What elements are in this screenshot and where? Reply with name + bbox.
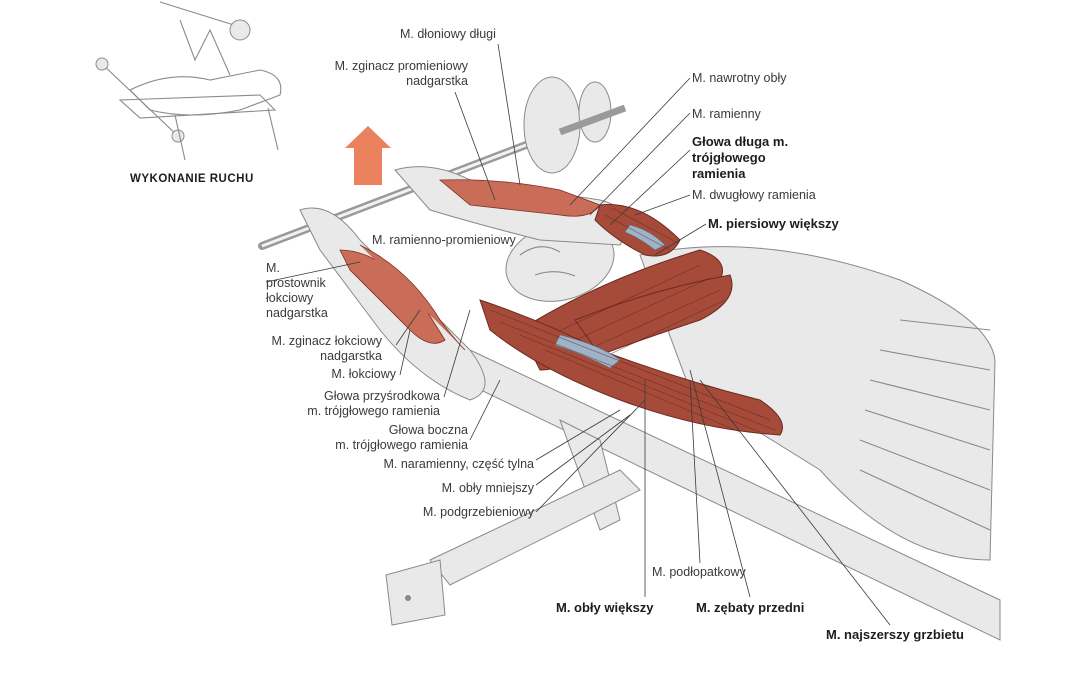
inset-caption: WYKONANIE RUCHU [130,173,254,185]
label-line: M. piersiowy większy [708,216,840,231]
label-podgrzebieniowy: M. podgrzebieniowy [423,505,535,519]
label-lokciowy: M. łokciowy [331,367,396,381]
label-dwuglowy: M. dwugłowy ramienia [692,188,816,202]
label-ramienny: M. ramienny [692,107,762,121]
inset-sketch [95,1,282,161]
label-obly-mniejszy: M. obły mniejszy [442,481,535,495]
label-line: M. łokciowy [331,367,396,381]
label-piersiowy: M. piersiowy większy [708,216,840,231]
label-line: Głowa długa m. [692,134,788,149]
label-line: nadgarstka [320,349,382,363]
label-line: M. dłoniowy długi [400,27,496,41]
label-line: M. obły większy [556,600,654,615]
label-nawrotny-obly: M. nawrotny obły [692,71,787,85]
posterior-shoulder-group [479,299,783,436]
label-dloniowy-dlugi: M. dłoniowy długi [400,27,496,41]
label-line: M. zębaty przedni [696,600,804,615]
label-line: M. najszerszy grzbietu [826,627,964,642]
label-line: m. trójgłowego ramienia [307,404,440,418]
leader-lines [265,43,891,626]
label-naramienny: M. naramienny, część tylna [383,457,534,471]
label-line: M. podłopatkowy [652,565,747,579]
label-line: prostownik [266,276,326,290]
left-arm [299,207,486,401]
label-line: łokciowy [266,291,314,305]
label-line: ramienia [692,166,746,181]
movement-arrow-icon [345,126,391,185]
label-line: Głowa przyśrodkowa [324,389,440,403]
label-zebaty: M. zębaty przedni [696,600,804,615]
label-line: M. obły mniejszy [442,481,535,495]
label-line: m. trójgłowego ramienia [335,438,468,452]
label-line: nadgarstka [406,74,468,88]
label-line: M. dwugłowy ramienia [692,188,816,202]
label-line: Głowa boczna [389,423,468,437]
label-line: M. podgrzebieniowy [423,505,535,519]
label-line: trójgłowego [692,150,766,165]
label-line: M. zginacz promieniowy [335,59,469,73]
label-line: M. zginacz łokciowy [272,334,383,348]
label-line: M. nawrotny obły [692,71,787,85]
label-line: M. ramienny [692,107,762,121]
label-line: M. naramienny, część tylna [383,457,534,471]
label-ramienno-promieniowy: M. ramienno-promieniowy [372,233,517,247]
label-line: M. ramienno-promieniowy [372,233,517,247]
label-najszerszy: M. najszerszy grzbietu [826,627,964,642]
label-line: nadgarstka [266,306,328,320]
label-line: M. [266,261,280,275]
label-obly-wiekszy: M. obły większy [556,600,654,615]
label-podlopatkowy: M. podłopatkowy [652,565,747,579]
